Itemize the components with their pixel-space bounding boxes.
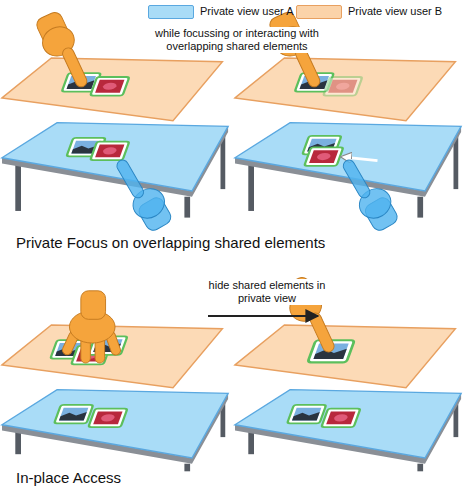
legend-holder: Private view user A [200, 5, 294, 18]
label-holder: In-place Access [16, 469, 316, 487]
label-holder: Private Focus on overlapping shared elem… [16, 234, 416, 252]
section-heading: In-place Access [16, 469, 316, 487]
legend-text: Private view user B [348, 5, 442, 18]
legend-swatch [148, 5, 194, 19]
label-holder: hide shared elements in private view [203, 279, 331, 305]
arrow-note: hide shared elements in private view [203, 279, 331, 305]
legend-holder: Private view user B [348, 5, 442, 18]
label-holder: while focussing or interacting with over… [147, 27, 327, 53]
legend-text: Private view user A [200, 5, 294, 18]
legend-swatch [296, 5, 342, 19]
annotation-note: while focussing or interacting with over… [147, 27, 327, 53]
section-heading: Private Focus on overlapping shared elem… [16, 234, 416, 252]
